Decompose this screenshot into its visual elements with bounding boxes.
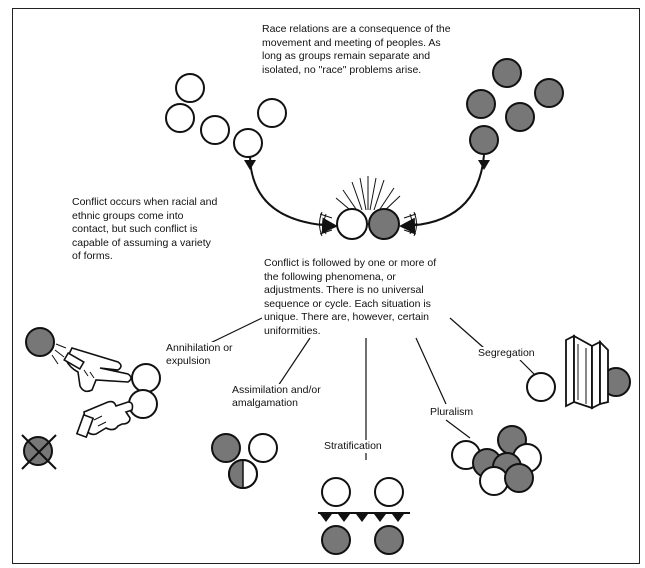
- white-circle-icon: [165, 103, 195, 133]
- arrow-head-left-top: [244, 160, 256, 170]
- group-b-circles: [466, 58, 564, 155]
- gray-circle-icon: [368, 208, 400, 240]
- contact-arrow-right: [399, 154, 485, 234]
- pointing-hand-icon: [63, 347, 132, 393]
- white-circle-icon: [131, 363, 161, 393]
- annihilation-figure: [21, 327, 161, 470]
- white-circle-icon: [479, 466, 509, 496]
- group-a-circles: [165, 73, 287, 158]
- pluralism-figure: [451, 425, 542, 496]
- contact-arrow-left: [249, 156, 338, 234]
- stratification-figure: [318, 477, 410, 555]
- gray-circle-icon: [492, 58, 522, 88]
- open-hand-icon: [75, 400, 134, 439]
- diagram-frame: [12, 8, 640, 564]
- white-circle-icon: [336, 208, 368, 240]
- gray-circle-icon: [504, 463, 534, 493]
- burst-lines: [51, 343, 67, 365]
- white-circle-icon: [233, 128, 263, 158]
- white-circle-icon: [321, 477, 351, 507]
- outcome-pluralism-label: Pluralism: [430, 406, 474, 419]
- gray-circle-icon: [211, 433, 241, 463]
- white-circle-icon: [257, 98, 287, 128]
- gray-circle-icon: [534, 78, 564, 108]
- outcome-stratification-label: Stratification: [324, 440, 382, 453]
- spark-burst-icon: [318, 176, 418, 237]
- outcome-assimilation-label: Assimilation and/or amalgamation: [232, 384, 346, 410]
- conflict-text: Conflict occurs when racial and ethnic g…: [72, 196, 218, 262]
- meeting-circles: [336, 208, 400, 240]
- adjustments-text: Conflict is followed by one or more of t…: [264, 257, 437, 337]
- white-circle-icon: [175, 73, 205, 103]
- intro-text: Race relations are a consequence of the …: [262, 23, 451, 76]
- gray-circle-icon: [466, 89, 496, 119]
- gray-circle-icon: [469, 125, 499, 155]
- arrow-head-right-top: [478, 160, 490, 170]
- assimilation-figure: [211, 433, 278, 489]
- outcome-annihilation-label: Annihilation or expulsion: [166, 342, 242, 368]
- gray-circle-icon: [25, 327, 55, 357]
- white-circle-icon: [200, 115, 230, 145]
- white-circle-icon: [374, 477, 404, 507]
- gray-circle-icon: [321, 525, 351, 555]
- segregation-figure: [526, 367, 631, 402]
- outcome-segregation-label: Segregation: [478, 347, 535, 360]
- wall-icon: [565, 334, 609, 410]
- white-circle-icon: [248, 433, 278, 463]
- white-circle-icon: [128, 389, 158, 419]
- white-circle-icon: [526, 372, 556, 402]
- gray-circle-icon: [505, 102, 535, 132]
- gray-circle-icon: [374, 525, 404, 555]
